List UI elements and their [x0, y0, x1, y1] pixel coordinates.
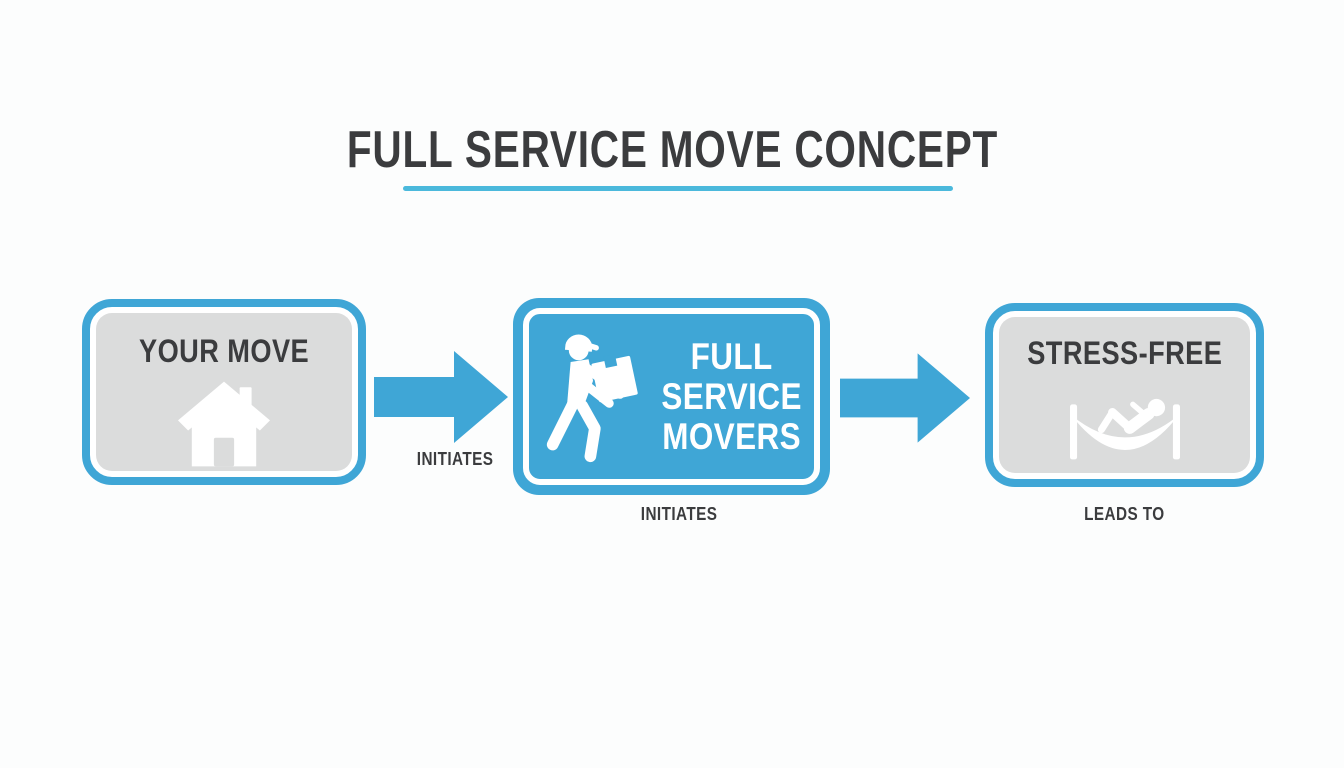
full-service-movers-box: FULL SERVICE MOVERS — [513, 298, 830, 495]
full-service-movers-box-ring — [523, 308, 820, 485]
page-title-text: FULL SERVICE MOVE CONCEPT — [346, 121, 998, 179]
step2-label: INITIATES — [640, 504, 718, 524]
full-service-movers-label: FULL SERVICE MOVERS — [661, 335, 802, 457]
hammock-icon — [1069, 398, 1180, 460]
your-move-label: YOUR MOVE — [138, 333, 310, 369]
your-move-box-fill: YOUR MOVE — [96, 313, 352, 471]
stress-free-box-fill: STRESS-FREE — [999, 317, 1250, 473]
arrow-right-icon — [840, 353, 970, 443]
house-icon — [178, 381, 270, 467]
full-service-movers-box-content: FULL SERVICE MOVERS — [529, 314, 814, 479]
arrow-right-icon — [374, 351, 508, 443]
stress-free-label: STRESS-FREE — [1026, 335, 1223, 371]
your-move-box: YOUR MOVE — [82, 299, 366, 485]
page-title: FULL SERVICE MOVE CONCEPT — [0, 121, 1344, 179]
title-underline — [403, 186, 953, 191]
mover-carrying-box-icon — [546, 334, 638, 462]
stress-free-box: STRESS-FREE — [985, 303, 1264, 487]
step3-label: LEADS TO — [1083, 504, 1165, 524]
arrow1-label: INITIATES — [416, 449, 494, 469]
